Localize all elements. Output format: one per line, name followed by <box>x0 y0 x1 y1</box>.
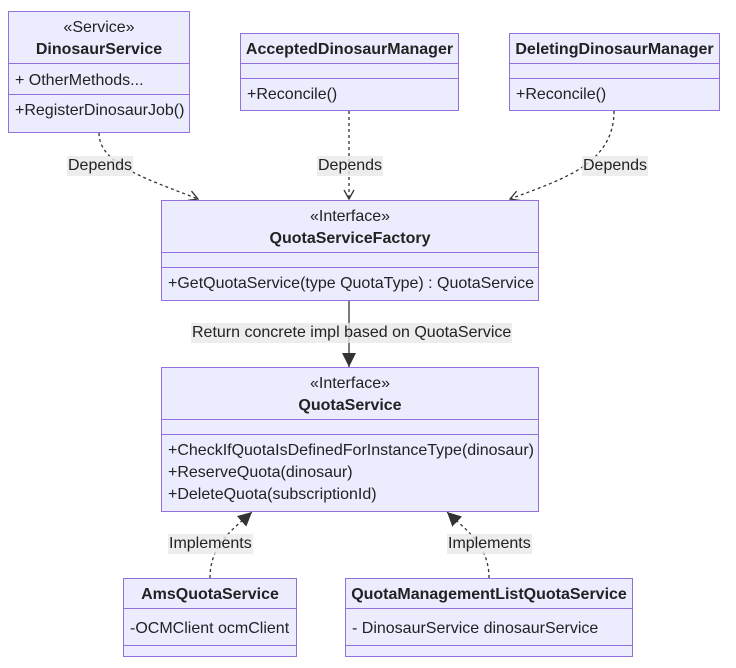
class-method: +CheckIfQuotaIsDefinedForInstanceType(di… <box>168 442 534 459</box>
class-stereotype: «Service» <box>63 19 135 36</box>
class-divider <box>241 63 458 64</box>
class-dinosaur-service: «Service» DinosaurService + OtherMethods… <box>8 11 190 133</box>
class-divider <box>241 78 458 79</box>
class-attributes-empty <box>162 420 538 434</box>
class-name: QuotaService <box>298 397 402 414</box>
edge-label-depends: Depends <box>317 156 384 176</box>
class-method: +GetQuotaService(type QuotaType) : Quota… <box>168 275 534 292</box>
depends-edge-deleting-manager <box>508 110 615 202</box>
implements-edge-quota-management <box>446 511 490 579</box>
class-divider <box>124 645 296 646</box>
class-divider <box>162 252 538 253</box>
class-attributes-empty <box>241 64 458 78</box>
class-name: DeletingDinosaurManager <box>515 41 714 58</box>
class-ams-quota-service: AmsQuotaService -OCMClient ocmClient <box>123 578 297 657</box>
class-stereotype: «Interface» <box>309 208 391 225</box>
class-divider <box>346 645 632 646</box>
class-quota-service: «Interface» QuotaService +CheckIfQuotaIs… <box>161 367 539 512</box>
class-divider <box>9 63 189 64</box>
class-attribute: -OCMClient ocmClient <box>130 620 290 637</box>
class-attribute: - DinosaurService dinosaurService <box>352 620 599 637</box>
class-attributes-empty <box>510 64 719 78</box>
edge-label-return: Return concrete impl based on QuotaServi… <box>191 323 513 343</box>
edge-label-depends: Depends <box>67 156 134 176</box>
class-attribute: + OtherMethods... <box>15 72 144 89</box>
implements-edge-ams <box>209 511 253 579</box>
class-divider <box>162 419 538 420</box>
class-stereotype: «Interface» <box>309 375 391 392</box>
class-method: +DeleteQuota(subscriptionId) <box>168 486 377 503</box>
class-quota-service-factory: «Interface» QuotaServiceFactory +GetQuot… <box>161 200 539 301</box>
class-name: DinosaurService <box>35 41 163 58</box>
class-divider <box>162 434 538 435</box>
class-divider <box>510 63 719 64</box>
class-name: QuotaServiceFactory <box>269 230 431 247</box>
class-divider <box>9 94 189 95</box>
class-method: +Reconcile() <box>247 86 338 103</box>
class-method: +RegisterDinosaurJob() <box>15 102 185 119</box>
edge-label-implements: Implements <box>447 534 532 554</box>
class-attributes-empty <box>162 253 538 267</box>
class-name: AmsQuotaService <box>141 586 279 603</box>
class-divider <box>124 608 296 609</box>
class-method: +Reconcile() <box>516 86 607 103</box>
class-name: AcceptedDinosaurManager <box>245 41 454 58</box>
class-deleting-dinosaur-manager: DeletingDinosaurManager +Reconcile() <box>509 33 720 111</box>
class-accepted-dinosaur-manager: AcceptedDinosaurManager +Reconcile() <box>240 33 459 111</box>
class-divider <box>510 78 719 79</box>
class-method: +ReserveQuota(dinosaur) <box>168 464 353 481</box>
class-name: QuotaManagementListQuotaService <box>351 586 627 603</box>
edge-label-implements: Implements <box>168 534 253 554</box>
edge-label-depends: Depends <box>582 156 649 176</box>
class-divider <box>162 267 538 268</box>
class-quota-management-list-quota-service: QuotaManagementListQuotaService - Dinosa… <box>345 578 633 657</box>
class-divider <box>346 608 632 609</box>
